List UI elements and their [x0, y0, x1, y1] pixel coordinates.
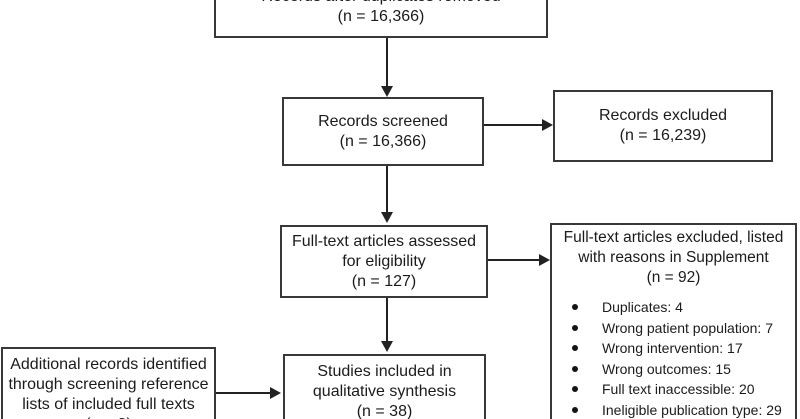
box-records-after-duplicates-removed: Records after duplicates removed (n = 16… [214, 0, 548, 38]
arrow-line-screened-to-excluded [484, 124, 542, 126]
list-item-label: Wrong outcomes: 15 [602, 360, 731, 377]
arrowhead-down-icon [381, 341, 393, 352]
box-text-line: qualitative synthesis [312, 383, 457, 400]
box-count-line: (n = 3) [3, 415, 214, 419]
arrowhead-right-icon [539, 254, 550, 266]
arrowhead-right-icon [270, 387, 281, 399]
box-text-line: Full-text articles assessed [291, 232, 477, 250]
list-item: Full text inaccessible: 20 [552, 379, 795, 400]
arrowhead-down-icon [381, 212, 393, 223]
box-text-line: Records excluded [598, 107, 728, 124]
list-item-label: Ineligible publication type: 29 [602, 401, 782, 418]
arrow-line-duplicates-to-screened [386, 38, 388, 86]
list-item: Wrong intervention: 17 [552, 338, 795, 359]
box-count-line: (n = 16,366) [339, 132, 427, 150]
bullet-icon [572, 365, 578, 372]
box-studies-included: Studies included in qualitative synthesi… [283, 354, 486, 419]
box-text-line: lists of included full texts [22, 396, 195, 413]
list-item: Wrong outcomes: 15 [552, 359, 795, 380]
list-item-label: Wrong patient population: 7 [602, 319, 773, 336]
box-text-line: Records after duplicates removed [216, 0, 546, 7]
bullet-icon [572, 406, 578, 413]
arrow-line-screened-to-fulltext [386, 166, 388, 212]
box-text-line: for eligibility [342, 252, 426, 270]
box-count-line: (n = 16,239) [619, 127, 707, 144]
bullet-icon [572, 304, 578, 311]
arrowhead-down-icon [381, 86, 393, 97]
list-item: Duplicates: 4 [552, 297, 795, 318]
exclusion-reason-list: Duplicates: 4 Wrong patient population: … [552, 297, 795, 419]
arrow-line-additional-to-studies [216, 392, 270, 394]
bullet-icon [572, 386, 578, 393]
list-item-label: Full text inaccessible: 20 [602, 381, 755, 397]
box-count-line: (n = 92) [646, 269, 701, 286]
box-count-line: (n = 127) [351, 272, 417, 290]
list-item-label: Wrong intervention: 17 [602, 340, 743, 356]
bullet-icon [572, 324, 578, 331]
box-count-line: (n = 38) [356, 403, 413, 419]
arrow-line-fulltext-to-excluded [488, 259, 539, 261]
box-text-line: with reasons in Supplement [578, 249, 769, 266]
box-fulltext-excluded: Full-text articles excluded, listed with… [550, 223, 797, 419]
box-text-line: Records screened [318, 112, 448, 130]
arrowhead-right-icon [542, 119, 553, 131]
box-records-excluded: Records excluded (n = 16,239) [553, 90, 773, 162]
box-text-line: through screening reference [8, 376, 209, 393]
list-item-label: Duplicates: 4 [602, 299, 683, 315]
box-text-line: Studies included in [317, 363, 452, 380]
list-item: Ineligible publication type: 29 [552, 400, 795, 419]
box-fulltext-assessed: Full-text articles assessed for eligibil… [280, 225, 488, 298]
box-records-screened: Records screened (n = 16,366) [282, 97, 484, 166]
box-text-line: Full-text articles excluded, listed [563, 229, 784, 246]
bullet-icon [572, 345, 578, 352]
box-additional-records: Additional records identified through sc… [1, 347, 216, 419]
arrow-line-fulltext-to-studies [386, 298, 388, 341]
box-text-line: Additional records identified [10, 356, 207, 373]
box-count-line: (n = 16,366) [337, 8, 425, 25]
list-item: Wrong patient population: 7 [552, 318, 795, 339]
